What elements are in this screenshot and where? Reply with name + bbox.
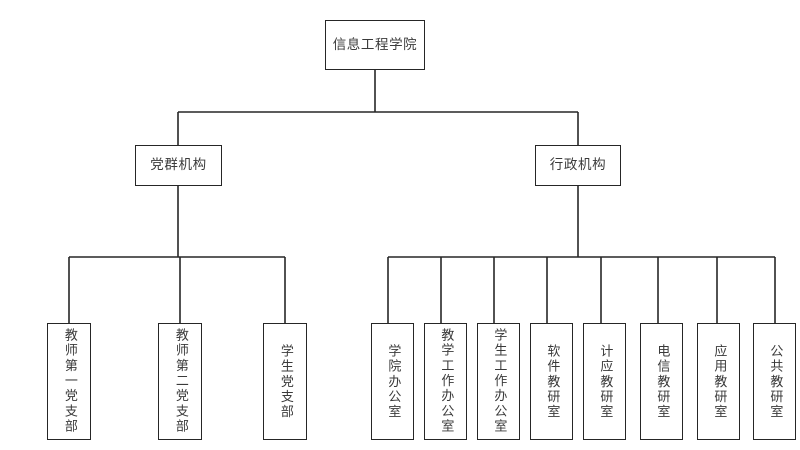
- org-node-root[interactable]: 信息工程学院: [325, 20, 425, 70]
- org-node-admin-leaf-7-label: 公共教研室: [767, 343, 783, 420]
- org-node-admin-leaf-0[interactable]: 学院办公室: [371, 323, 414, 440]
- org-node-admin-leaf-6[interactable]: 应用教研室: [697, 323, 740, 440]
- org-node-level2-0[interactable]: 党群机构: [135, 145, 222, 186]
- org-node-root-label: 信息工程学院: [332, 36, 418, 53]
- org-node-admin-leaf-0-label: 学院办公室: [385, 343, 401, 420]
- org-node-admin-leaf-1[interactable]: 教学工作办公室: [424, 323, 467, 440]
- org-node-admin-leaf-3[interactable]: 软件教研室: [530, 323, 573, 440]
- org-node-party-leaf-0[interactable]: 教师第一党支部: [47, 323, 91, 440]
- org-node-level2-0-label: 党群机构: [150, 157, 207, 174]
- org-node-party-leaf-1[interactable]: 教师第二党支部: [158, 323, 202, 440]
- org-node-party-leaf-2-label: 学生党支部: [277, 343, 293, 420]
- org-node-admin-leaf-4[interactable]: 计应教研室: [583, 323, 626, 440]
- org-node-admin-leaf-2[interactable]: 学生工作办公室: [477, 323, 520, 440]
- org-node-admin-leaf-6-label: 应用教研室: [711, 343, 727, 420]
- org-node-level2-1-label: 行政机构: [549, 157, 607, 174]
- org-node-party-leaf-1-label: 教师第二党支部: [172, 328, 188, 435]
- org-node-admin-leaf-7[interactable]: 公共教研室: [753, 323, 796, 440]
- org-node-admin-leaf-2-label: 学生工作办公室: [491, 328, 507, 435]
- org-node-level2-1[interactable]: 行政机构: [535, 145, 621, 186]
- org-node-admin-leaf-5-label: 电信教研室: [654, 343, 670, 420]
- org-node-admin-leaf-5[interactable]: 电信教研室: [640, 323, 683, 440]
- org-node-party-leaf-2[interactable]: 学生党支部: [263, 323, 307, 440]
- org-node-admin-leaf-1-label: 教学工作办公室: [438, 328, 454, 435]
- org-node-party-leaf-0-label: 教师第一党支部: [61, 328, 77, 435]
- org-node-admin-leaf-4-label: 计应教研室: [597, 343, 613, 420]
- org-node-admin-leaf-3-label: 软件教研室: [544, 343, 560, 420]
